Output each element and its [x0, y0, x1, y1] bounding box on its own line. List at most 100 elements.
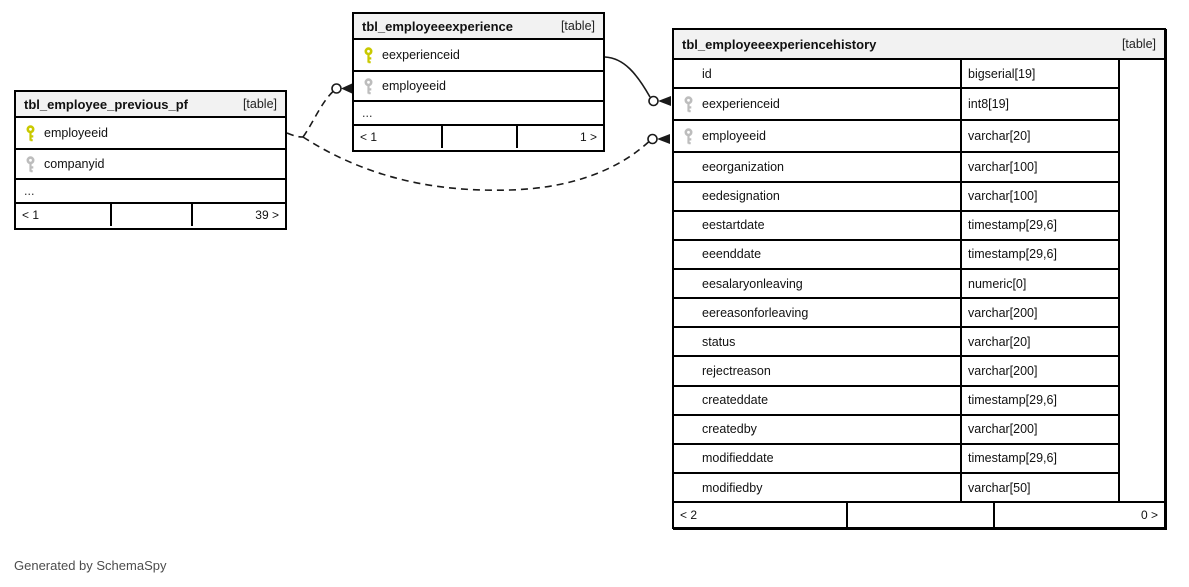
table-box-tbl_employeeexperiencehistory: tbl_employeeexperiencehistory [table] id bi… [672, 28, 1166, 529]
foreign-key-icon [354, 77, 382, 95]
arrowhead-icon [341, 83, 352, 94]
relationship-line-dashed [302, 90, 334, 138]
column-name-cell: eeenddate [674, 247, 960, 261]
column-name: eexperienceid [702, 97, 780, 112]
more-columns-row: ... [354, 100, 603, 124]
column-type: timestamp[29,6] [960, 386, 1118, 414]
column-name: createdby [702, 422, 757, 437]
table-box-tbl_employeeexperience: tbl_employeeexperience [table] eexperience… [352, 12, 605, 152]
column-type: numeric[0] [960, 269, 1118, 298]
column-name-cell: status [674, 335, 960, 349]
column-type: bigserial[19] [960, 60, 1118, 88]
column-type: varchar[200] [960, 299, 1118, 327]
column-row: rejectreason varchar[200] [674, 355, 1118, 385]
column-row: modifiedby varchar[50] [674, 471, 1118, 502]
pager-left-count: < 1 [22, 208, 40, 222]
pager-right-count: 39 > [190, 204, 285, 226]
column-type: varchar[20] [960, 328, 1118, 356]
column-name: id [702, 66, 712, 81]
pager-left-count: < 2 [680, 508, 698, 522]
column-name-cell: modifiedby [674, 481, 960, 495]
column-name-cell: eestartdate [674, 218, 960, 232]
column-name: status [702, 334, 736, 349]
column-name-cell: eeorganization [674, 160, 960, 174]
column-name-cell: id [674, 67, 960, 81]
cardinality-circle [331, 83, 342, 94]
column-name: companyid [44, 157, 105, 171]
more-columns-label: ... [362, 106, 373, 120]
column-name: eeorganization [702, 159, 785, 174]
column-name: eestartdate [702, 218, 765, 233]
column-name: eeenddate [702, 247, 762, 262]
column-type: timestamp[29,6] [960, 211, 1118, 239]
column-name: modifiedby [702, 480, 763, 495]
foreign-key-icon [16, 155, 44, 173]
column-row: status varchar[20] [674, 326, 1118, 356]
table-name[interactable]: tbl_employeeexperiencehistory [682, 36, 877, 52]
column-type: int8[19] [960, 89, 1118, 120]
cardinality-circle [648, 95, 659, 107]
column-name-cell: createdby [674, 422, 960, 436]
column-row: modifieddate timestamp[29,6] [674, 442, 1118, 472]
column-name: createddate [702, 393, 769, 408]
column-name-cell: eexperienceid [674, 96, 960, 113]
arrowhead-icon [657, 134, 670, 144]
column-type: timestamp[29,6] [960, 444, 1118, 472]
column-row: eereasonforleaving varchar[200] [674, 297, 1118, 327]
generated-by-note: Generated by SchemaSpy [14, 558, 167, 573]
column-type: varchar[100] [960, 153, 1118, 181]
column-name-cell: eesalaryonleaving [674, 277, 960, 291]
column-row: eedesignation varchar[100] [674, 180, 1118, 210]
column-row: createddate timestamp[29,6] [674, 384, 1118, 414]
column-row: eexperienceid [354, 40, 603, 70]
table-header: tbl_employeeexperience [table] [354, 14, 603, 40]
pager-right-count: 1 > [515, 126, 603, 148]
pager-middle-cell [845, 503, 993, 527]
column-type: varchar[200] [960, 357, 1118, 385]
column-type: varchar[20] [960, 121, 1118, 152]
column-row: companyid [16, 148, 285, 178]
column-name-cell: employeeid [674, 128, 960, 145]
column-row: employeeid [354, 70, 603, 100]
table-type-badge: [table] [242, 97, 277, 111]
table-header: tbl_employee_previous_pf [table] [16, 92, 285, 118]
primary-key-icon [354, 46, 382, 64]
column-name: eereasonforleaving [702, 305, 809, 320]
column-name-cell: createddate [674, 393, 960, 407]
relationship-line-dashed [286, 132, 304, 138]
column-row: eestartdate timestamp[29,6] [674, 209, 1118, 239]
table-type-badge: [table] [560, 19, 595, 33]
arrowhead-icon [658, 96, 671, 106]
table-type-badge: [table] [1121, 37, 1156, 51]
column-name: employeeid [44, 126, 108, 140]
column-type: timestamp[29,6] [960, 240, 1118, 268]
relations-column [1118, 60, 1164, 501]
column-name-cell: eereasonforleaving [674, 306, 960, 320]
column-row: eexperienceid int8[19] [674, 87, 1118, 120]
foreign-key-icon [674, 128, 702, 145]
pager-row: < 1 39 > [16, 202, 285, 226]
column-row: eeenddate timestamp[29,6] [674, 238, 1118, 268]
table-name[interactable]: tbl_employee_previous_pf [24, 96, 188, 112]
pager-left-count: < 1 [360, 130, 378, 144]
column-name: modifieddate [702, 451, 774, 466]
table-name[interactable]: tbl_employeeexperience [362, 18, 514, 34]
more-columns-row: ... [16, 178, 285, 202]
column-name: rejectreason [702, 363, 771, 378]
column-row: eeorganization varchar[100] [674, 151, 1118, 181]
column-type: varchar[100] [960, 182, 1118, 210]
column-name: eedesignation [702, 189, 780, 204]
column-type: varchar[50] [960, 473, 1118, 502]
table-box-tbl_employee_previous_pf: tbl_employee_previous_pf [table] employeei… [14, 90, 287, 230]
column-rows: id bigserial[19] eexperienceid int8[19]empl… [674, 60, 1118, 502]
foreign-key-icon [674, 96, 702, 113]
table-columns-area: id bigserial[19] eexperienceid int8[19]empl… [674, 60, 1164, 502]
column-name-cell: eedesignation [674, 189, 960, 203]
column-row: id bigserial[19] [674, 60, 1118, 88]
more-columns-label: ... [24, 184, 35, 198]
